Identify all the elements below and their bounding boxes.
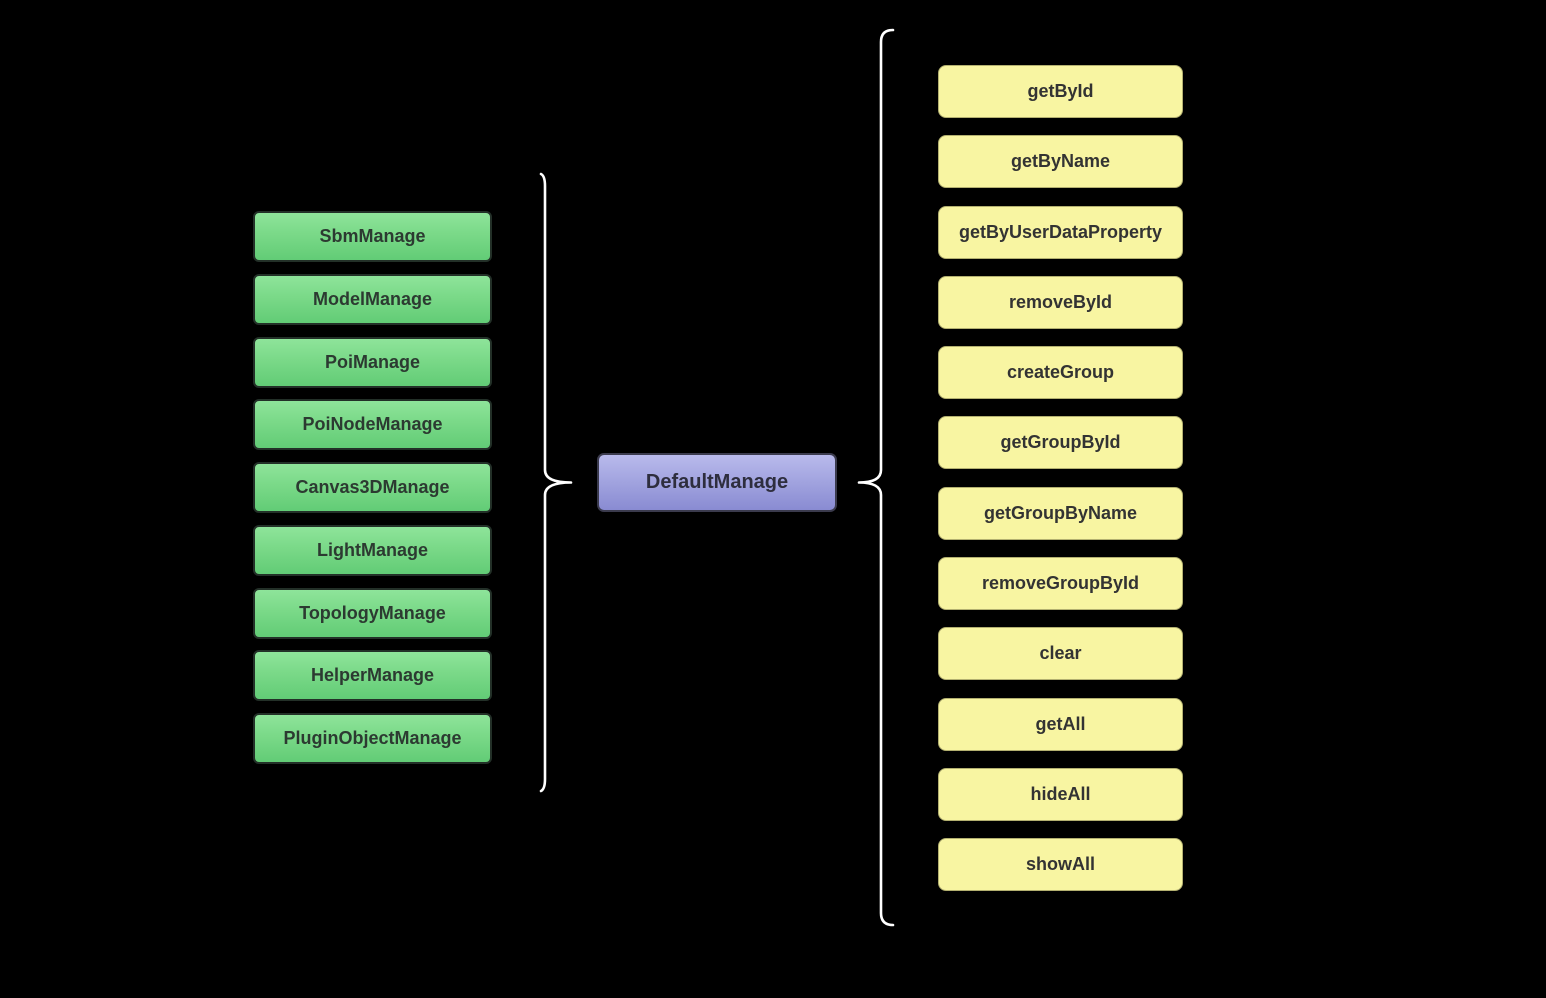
node-get-by-id: getById bbox=[938, 65, 1183, 118]
node-light-manage: LightManage bbox=[253, 524, 492, 576]
node-sbm-manage: SbmManage bbox=[253, 211, 492, 262]
node-get-group-by-id: getGroupById bbox=[938, 416, 1183, 470]
node-topology-manage: TopologyManage bbox=[253, 587, 492, 639]
node-get-by-name: getByName bbox=[938, 135, 1183, 189]
node-canvas3d-manage: Canvas3DManage bbox=[253, 462, 492, 513]
node-show-all: showAll bbox=[938, 838, 1183, 892]
node-hide-all: hideAll bbox=[938, 767, 1183, 821]
node-get-all: getAll bbox=[938, 697, 1183, 751]
node-plugin-object-manage: PluginObjectManage bbox=[253, 713, 492, 764]
node-poi-node-manage: PoiNodeManage bbox=[253, 399, 492, 451]
node-helper-manage: HelperManage bbox=[253, 650, 492, 702]
node-get-by-user-data-property: getByUserDataProperty bbox=[938, 205, 1183, 259]
node-create-group: createGroup bbox=[938, 346, 1183, 400]
node-model-manage: ModelManage bbox=[253, 273, 492, 325]
node-default-manage: DefaultManage bbox=[597, 453, 837, 512]
node-get-group-by-name: getGroupByName bbox=[938, 486, 1183, 540]
node-poi-manage: PoiManage bbox=[253, 336, 492, 388]
right-brace bbox=[857, 28, 895, 927]
node-clear: clear bbox=[938, 627, 1183, 681]
method-list: getById getByName getByUserDataProperty … bbox=[938, 65, 1183, 892]
node-remove-group-by-id: removeGroupById bbox=[938, 557, 1183, 611]
left-brace bbox=[539, 172, 573, 793]
node-remove-by-id: removeById bbox=[938, 275, 1183, 329]
manager-list: SbmManage ModelManage PoiManage PoiNodeM… bbox=[253, 211, 492, 764]
